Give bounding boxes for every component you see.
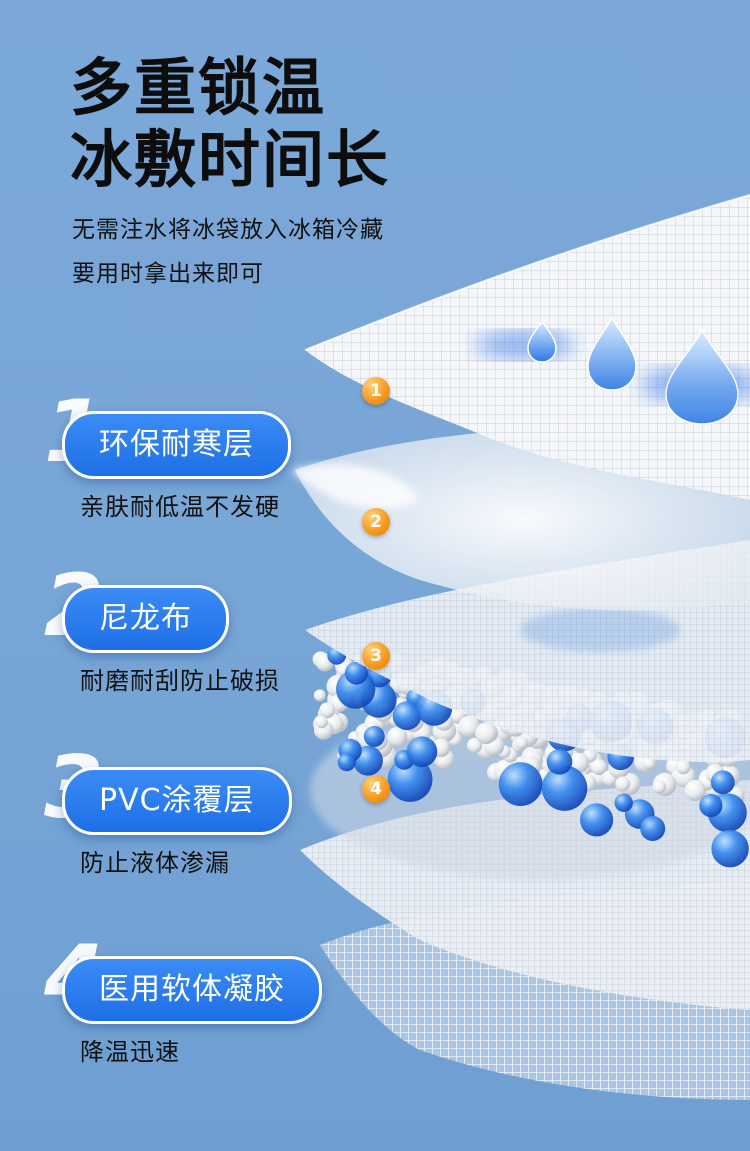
foam-bead: [387, 726, 408, 748]
foam-bead: [591, 759, 607, 776]
gel-bead: [614, 793, 633, 812]
foam-bead: [515, 736, 528, 750]
callout-badge-2: 2: [362, 508, 390, 536]
gel-bead: [580, 803, 614, 837]
layer-item-3: 3 PVC涂覆层 防止液体渗漏: [0, 745, 360, 917]
layer-name-pill: 医用软体凝胶: [62, 956, 322, 1024]
layer-name-pill: 尼龙布: [62, 585, 229, 653]
layer-description: 降温迅速: [80, 1038, 180, 1066]
water-droplets: [527, 316, 739, 425]
foam-bead: [319, 702, 336, 719]
gel-bead: [344, 661, 368, 685]
gel-bead: [710, 770, 735, 795]
gel-bead: [640, 816, 666, 841]
callout-badge-4: 4: [362, 775, 390, 803]
foam-bead: [467, 737, 483, 754]
foam-bead: [676, 760, 691, 775]
callout-badge-1: 1: [362, 377, 390, 405]
layer-name-pill: PVC涂覆层: [62, 767, 292, 835]
foam-bead: [475, 722, 497, 745]
foam-bead: [642, 756, 656, 770]
foam-bead: [684, 779, 706, 802]
main-title-line-2: 冰敷时间长: [70, 123, 391, 196]
subtitle-line-1: 无需注水将冰袋放入冰箱冷藏: [72, 217, 384, 243]
gel-bead: [711, 830, 749, 868]
foam-bead: [315, 716, 328, 729]
layer-item-1: 1 环保耐寒层 亲肤耐低温不发硬: [0, 389, 360, 561]
foam-bead: [313, 689, 326, 702]
gel-bead: [406, 736, 438, 767]
gel-bead: [498, 762, 543, 807]
layer-description: 亲肤耐低温不发硬: [80, 493, 280, 521]
layer-item-2: 2 尼龙布 耐磨耐刮防止破损: [0, 563, 360, 735]
layer-name-pill: 环保耐寒层: [62, 411, 291, 479]
gel-bead: [546, 749, 573, 775]
subtitle-line-2: 要用时拿出来即可: [72, 261, 264, 287]
gel-bead: [541, 765, 588, 811]
gel-bead: [392, 701, 422, 731]
layer-description: 防止液体渗漏: [80, 849, 230, 877]
gel-bead: [699, 793, 723, 818]
gel-bead: [337, 753, 356, 772]
foam-bead: [458, 715, 480, 738]
foam-bead: [615, 776, 631, 792]
layer-description: 耐磨耐刮防止破损: [80, 667, 280, 695]
callout-badge-3: 3: [362, 642, 390, 670]
main-title-line-1: 多重锁温: [70, 51, 327, 124]
foam-bead: [652, 780, 667, 794]
layer-item-4: 4 医用软体凝胶 降温迅速: [0, 934, 360, 1106]
gel-bead: [363, 725, 385, 747]
gel-bead: [387, 757, 433, 802]
